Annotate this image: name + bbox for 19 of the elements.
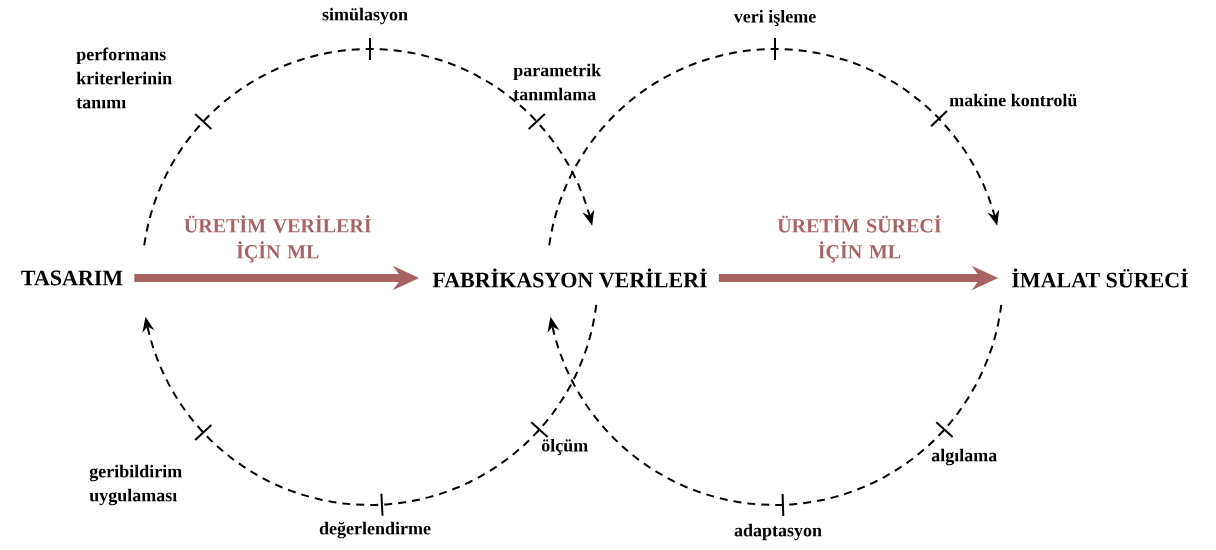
dashed-arrow: [547, 303, 1003, 506]
step-label: simülasyon: [322, 7, 408, 25]
dashed-arrow: [143, 48, 595, 247]
step-label: parametrik tanımlama: [513, 63, 602, 101]
stage-label: TASARIM: [21, 270, 123, 286]
step-label: veri işleme: [733, 9, 816, 27]
step-label: adaptasyon: [734, 523, 822, 541]
step-label: algılama: [931, 448, 997, 466]
dashed-arrow: [548, 48, 1000, 247]
stage-label: İMALAT SÜRECİ: [1012, 268, 1188, 288]
step-label: geribildirim uygulaması: [89, 464, 182, 506]
step-label: performans kriterlerinin tanımı: [76, 47, 172, 109]
edge-label: ÜRETİM VERİLERİ İÇİN ML: [184, 215, 371, 263]
dashed-arrow: [142, 303, 598, 506]
stage-label: FABRİKASYON VERİLERİ: [432, 268, 707, 288]
step-label: değerlendirme: [319, 521, 431, 539]
step-label: makine kontrolü: [949, 93, 1077, 107]
edge-label: ÜRETİM SÜRECİ İÇİN ML: [777, 215, 941, 263]
step-label: ölçüm: [541, 438, 588, 456]
